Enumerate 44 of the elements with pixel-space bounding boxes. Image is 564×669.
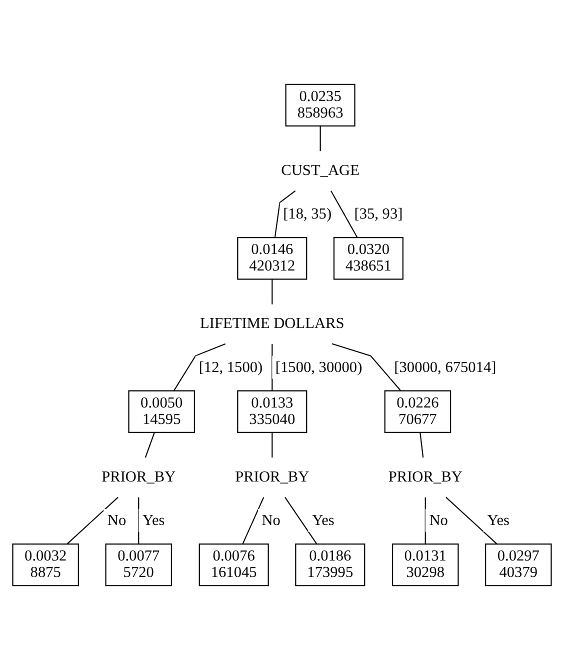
connector bbox=[424, 496, 426, 544]
connector bbox=[446, 496, 498, 544]
edge-label: No bbox=[429, 512, 448, 529]
node-box: 0.0133 335040 bbox=[237, 390, 308, 432]
node-box: 0.0146 420312 bbox=[237, 236, 308, 280]
node-box: 0.0186 173995 bbox=[295, 542, 366, 586]
node-text: PRIOR_BY bbox=[388, 468, 462, 485]
node-box: 0.0297 40379 bbox=[485, 542, 552, 586]
node-text: PRIOR_BY bbox=[102, 468, 176, 485]
edge-label: Yes bbox=[312, 512, 334, 529]
node-text: LIFETIME DOLLARS bbox=[200, 314, 344, 332]
connector bbox=[173, 342, 226, 391]
connector bbox=[330, 190, 358, 238]
connector bbox=[332, 342, 402, 391]
connector bbox=[272, 432, 273, 458]
connector bbox=[284, 496, 318, 544]
node-box: 0.0320 438651 bbox=[333, 236, 404, 280]
node-box: 0.0032 8875 bbox=[12, 542, 79, 586]
edge-label: No bbox=[107, 512, 126, 529]
connector bbox=[242, 496, 264, 544]
connector bbox=[272, 344, 273, 390]
node-text: PRIOR_BY bbox=[235, 468, 310, 485]
connector bbox=[144, 432, 155, 458]
node-box: 0.0077 5720 bbox=[105, 542, 172, 586]
connector bbox=[138, 496, 140, 544]
connector bbox=[66, 496, 118, 544]
edge-label: Yes bbox=[142, 512, 165, 529]
edge-label: Yes bbox=[487, 512, 510, 529]
node-box: 0.0076 161045 bbox=[198, 542, 269, 586]
edge-label: [30000, 675014] bbox=[394, 358, 496, 376]
node-text: CUST_AGE bbox=[281, 161, 360, 178]
edge-label: [18, 35) bbox=[283, 205, 332, 222]
edge-label: No bbox=[262, 512, 280, 529]
connector bbox=[320, 126, 321, 151]
edge-label: [35, 93] bbox=[354, 205, 403, 222]
node-box: 0.0226 70677 bbox=[384, 390, 452, 432]
connector bbox=[272, 278, 273, 304]
node-box: 0.0050 14595 bbox=[128, 390, 195, 432]
connector bbox=[274, 190, 296, 238]
connector bbox=[420, 432, 424, 458]
edge-label: [1500, 30000) bbox=[275, 358, 362, 376]
node-box: 0.0131 30298 bbox=[392, 542, 459, 586]
edge-label: [12, 1500) bbox=[198, 358, 263, 376]
node-box: 0.0235 858963 bbox=[285, 83, 356, 126]
